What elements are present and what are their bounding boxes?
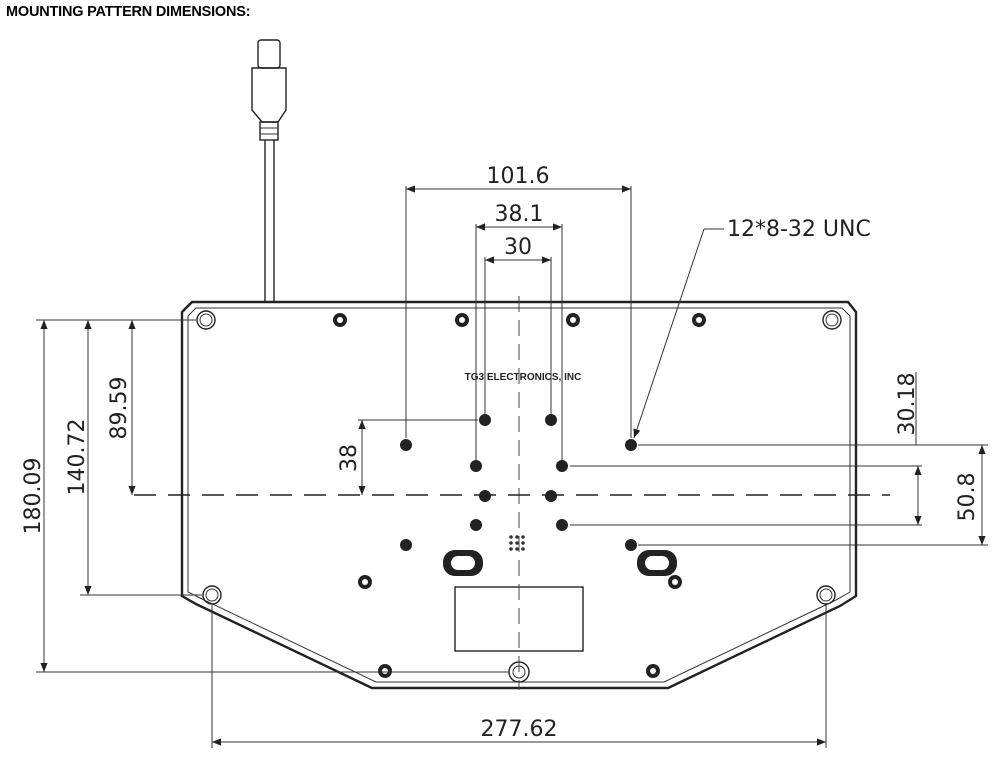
dim-38-1: 38.1 [475, 202, 563, 460]
usb-cable [251, 39, 287, 302]
dim-38: 38 [337, 419, 478, 495]
oval-feet [443, 550, 677, 576]
dim-30-18: 30.18 [570, 372, 988, 467]
vent-dots [509, 535, 525, 551]
dim-label-180-09: 180.09 [21, 458, 46, 535]
corner-holes [196, 310, 842, 683]
dim-label-101-6: 101.6 [487, 164, 550, 189]
dim-30: 30 [484, 235, 552, 414]
dim-label-140-72: 140.72 [65, 419, 90, 496]
dim-label-38-1: 38.1 [495, 202, 544, 227]
dim-label-30-18: 30.18 [895, 373, 920, 436]
dim-label-50-8: 50.8 [955, 473, 980, 522]
hole-spec-leader: 12*8-32 UNC [633, 217, 871, 439]
dim-50-8: 50.8 [570, 445, 988, 546]
hole-spec-label: 12*8-32 UNC [727, 217, 871, 242]
dim-277-62: 277.62 [211, 605, 827, 748]
page-title: MOUNTING PATTERN DIMENSIONS: [6, 4, 251, 20]
brand-label: TG3 ELECTRONICS, INC [465, 372, 582, 383]
dim-label-89-59: 89.59 [107, 377, 132, 440]
screw-holes [333, 313, 706, 678]
dim-140-72: 140.72 [65, 320, 202, 596]
device-body [180, 300, 858, 690]
dim-101-6: 101.6 [405, 164, 632, 438]
dim-label-277-62: 277.62 [481, 717, 558, 742]
dim-180-09: 180.09 [21, 319, 509, 673]
dim-89-59: 89.59 [107, 319, 196, 495]
dim-label-38: 38 [337, 444, 362, 472]
mounting-holes [400, 414, 637, 551]
dim-label-30: 30 [504, 235, 532, 260]
